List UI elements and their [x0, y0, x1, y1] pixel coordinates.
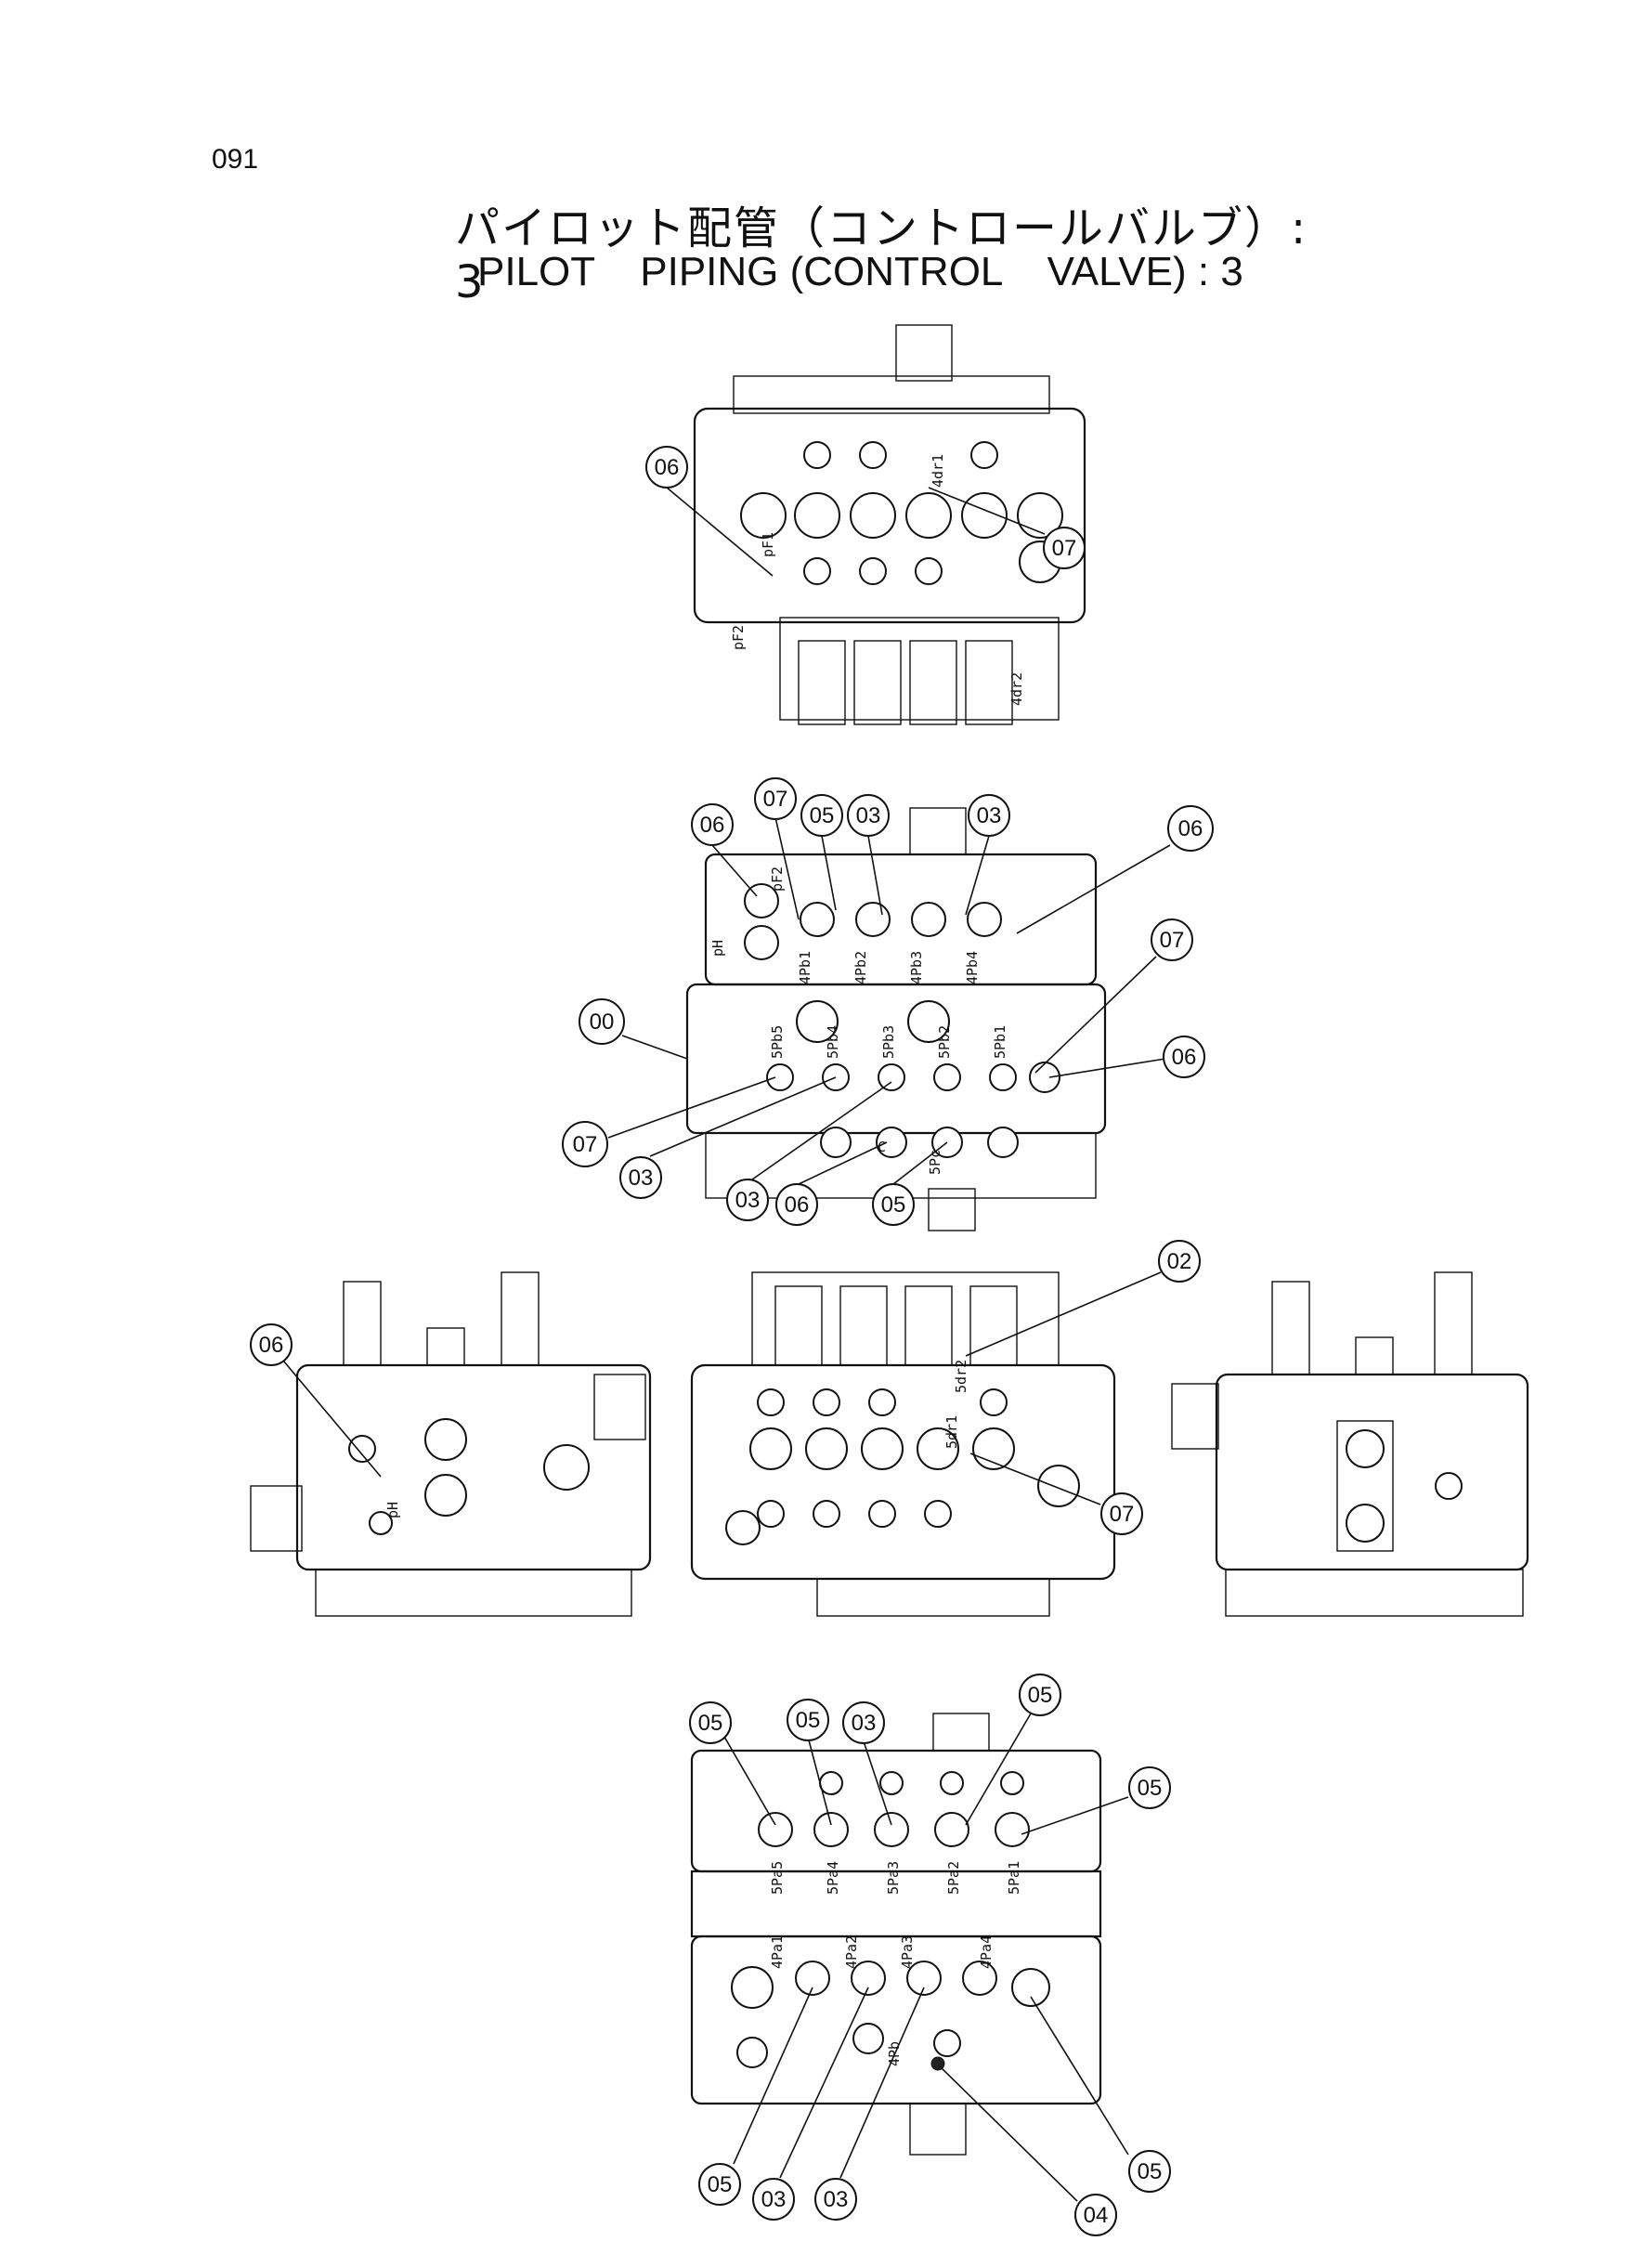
callout-05: 05	[1019, 1674, 1061, 1716]
callout-07: 07	[754, 777, 797, 820]
svg-text:05: 05	[796, 1708, 821, 1733]
svg-text:06: 06	[259, 1333, 284, 1358]
callout-06: 06	[1167, 805, 1214, 852]
port-label-4Pb2: 4Pb2	[852, 951, 869, 984]
callout-06: 06	[691, 803, 734, 846]
port-label-5Pa4: 5Pa4	[825, 1861, 841, 1895]
port-label-5Pb4: 5Pb4	[825, 1025, 841, 1059]
svg-text:06: 06	[1178, 816, 1203, 841]
svg-text:06: 06	[1172, 1045, 1197, 1070]
port-label-5Pa2: 5Pa2	[945, 1861, 962, 1895]
svg-text:05: 05	[1028, 1683, 1053, 1708]
port-label-5dr2: 5dr2	[953, 1360, 969, 1393]
port-label-4dr1: 4dr1	[930, 454, 946, 488]
callout-05: 05	[872, 1183, 915, 1226]
svg-text:07: 07	[1052, 536, 1077, 561]
title-japanese: パイロット配管（コントロールバルブ）: 3	[455, 202, 1308, 308]
callout-06: 06	[645, 446, 688, 489]
port-label-5Pb2: 5Pb2	[936, 1025, 953, 1059]
svg-text:03: 03	[824, 2187, 849, 2212]
port-label-5Pa3: 5Pa3	[885, 1861, 902, 1895]
port-label-pF2: pF2	[730, 625, 747, 650]
left-side-view-valve: pH 06	[250, 1271, 652, 1617]
callout-05: 05	[787, 1699, 829, 1741]
port-label-5Pc: 5Pc	[927, 1150, 943, 1175]
svg-text:06: 06	[700, 813, 725, 838]
port-label-C: C	[878, 1139, 886, 1155]
svg-text:05: 05	[1138, 2159, 1163, 2184]
callout-05: 05	[800, 794, 843, 837]
svg-text:03: 03	[856, 803, 881, 828]
callout-05: 05	[1128, 1766, 1171, 1809]
callout-03: 03	[619, 1156, 662, 1199]
svg-text:06: 06	[785, 1192, 810, 1218]
port-label-4Pa4: 4Pa4	[978, 1935, 995, 1969]
svg-text:07: 07	[1110, 1502, 1135, 1527]
bottom-view-valve: 5Pa5 5Pa4 5Pa3 5Pa2 5Pa1 4Pa1 4Pa2 4Pa3 …	[689, 1674, 1171, 2236]
callout-03: 03	[842, 1701, 885, 1744]
svg-text:07: 07	[573, 1132, 598, 1157]
callout-03: 03	[814, 2178, 857, 2221]
port-label-5Pb1: 5Pb1	[992, 1025, 1008, 1059]
callout-06: 06	[250, 1323, 293, 1366]
port-label-5Pa1: 5Pa1	[1006, 1861, 1022, 1895]
svg-text:05: 05	[708, 2172, 733, 2197]
port-label-5Pb3: 5Pb3	[880, 1025, 897, 1059]
title-english: PILOT PIPING (CONTROL VALVE) : 3	[477, 249, 1243, 294]
callout-05: 05	[698, 2163, 741, 2206]
svg-text:03: 03	[852, 1711, 877, 1736]
center-view-valve: 5dr2 5dr1 02 07	[690, 1240, 1201, 1617]
port-label-pF2: pF2	[769, 866, 786, 892]
top-view-valve: pF1 4dr1 pF2 4dr2 06 07	[645, 324, 1086, 725]
port-label-4dr2: 4dr2	[1008, 672, 1025, 706]
upper-middle-view-valve: pF2 pH 4Pb1 4Pb2 4Pb3 4Pb4 5Pb5 5Pb4 5Pb…	[562, 777, 1214, 1231]
callout-07: 07	[1043, 527, 1086, 569]
callout-00: 00	[579, 998, 625, 1045]
port-label-pF1: pF1	[760, 532, 776, 557]
svg-text:03: 03	[761, 2187, 787, 2212]
callout-07: 07	[1100, 1492, 1143, 1535]
port-label-5dr1: 5dr1	[943, 1415, 960, 1449]
svg-text:03: 03	[977, 803, 1002, 828]
callout-03: 03	[847, 794, 890, 837]
svg-text:00: 00	[590, 1010, 615, 1035]
port-label-4Pb4: 4Pb4	[964, 951, 981, 984]
svg-text:02: 02	[1167, 1249, 1192, 1274]
svg-text:05: 05	[1138, 1776, 1163, 1801]
callout-06: 06	[1163, 1036, 1205, 1078]
port-label-4Pa3: 4Pa3	[899, 1935, 916, 1969]
right-side-view-valve	[1171, 1271, 1529, 1617]
svg-text:03: 03	[735, 1188, 761, 1213]
svg-text:05: 05	[810, 803, 835, 828]
callout-07: 07	[1151, 919, 1193, 961]
callout-07: 07	[562, 1121, 608, 1167]
port-label-4Pa2: 4Pa2	[843, 1935, 860, 1969]
port-label-4Pb3: 4Pb3	[908, 951, 925, 984]
callout-05: 05	[689, 1701, 732, 1744]
callout-03: 03	[752, 2178, 795, 2221]
port-label-5Pa5: 5Pa5	[769, 1861, 786, 1895]
callout-03: 03	[968, 794, 1010, 837]
callout-04: 04	[1074, 2194, 1117, 2236]
svg-text:07: 07	[1160, 928, 1185, 953]
svg-text:04: 04	[1084, 2203, 1109, 2228]
port-label-pH: pH	[384, 1502, 401, 1518]
svg-text:03: 03	[629, 1166, 654, 1191]
callout-03: 03	[726, 1179, 769, 1221]
svg-text:05: 05	[698, 1711, 723, 1736]
callout-06: 06	[775, 1183, 818, 1226]
svg-text:05: 05	[881, 1192, 906, 1218]
svg-text:07: 07	[763, 787, 788, 812]
port-label-4Pa1: 4Pa1	[769, 1935, 786, 1969]
svg-text:06: 06	[655, 455, 680, 480]
port-label-pH: pH	[709, 940, 726, 957]
port-label-5Pb5: 5Pb5	[769, 1025, 786, 1059]
callout-05: 05	[1128, 2150, 1171, 2193]
callout-02: 02	[1158, 1240, 1201, 1283]
port-label-4Pb1: 4Pb1	[797, 951, 813, 984]
page-number: 091	[212, 144, 259, 175]
